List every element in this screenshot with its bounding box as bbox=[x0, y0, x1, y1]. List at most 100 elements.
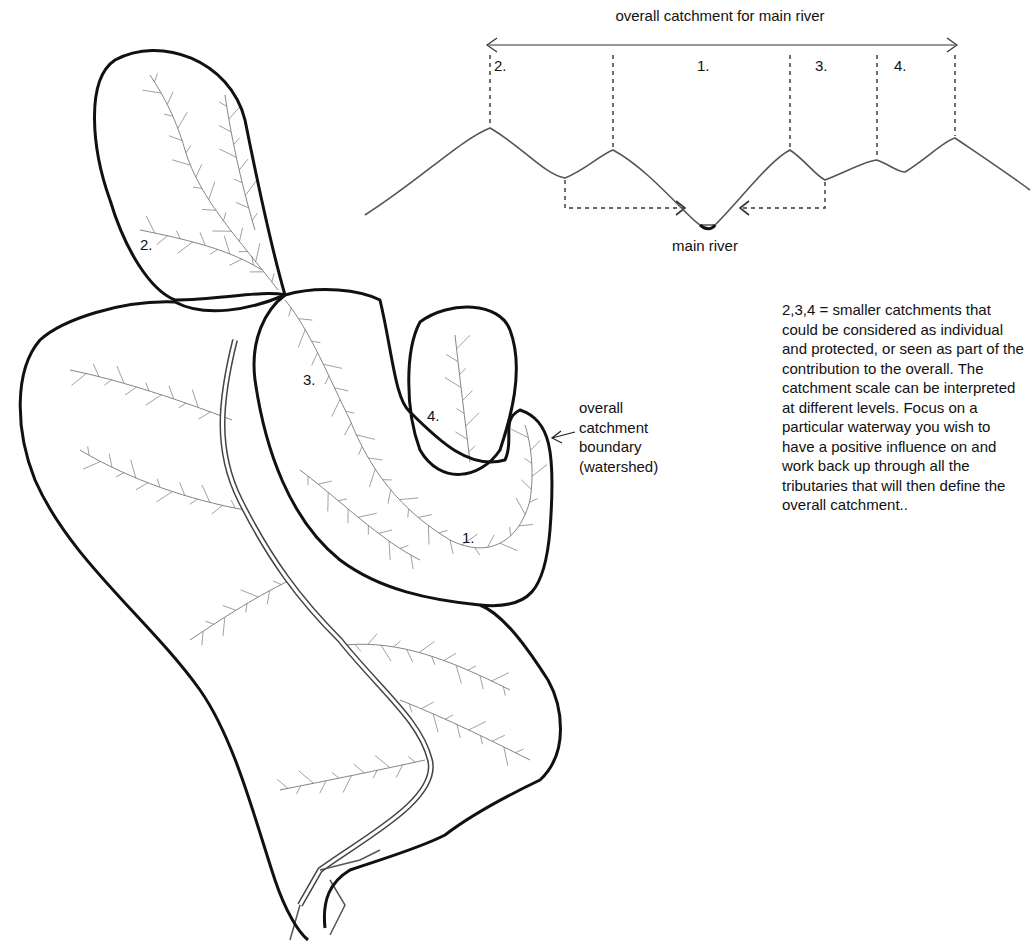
tributary-stroke bbox=[457, 725, 460, 739]
tributary-stroke bbox=[298, 330, 305, 348]
tributary-stroke bbox=[219, 125, 231, 132]
tributary-stroke bbox=[457, 335, 470, 348]
tributary-stroke bbox=[210, 249, 218, 254]
tributary-stroke bbox=[236, 202, 249, 208]
catchment-4 bbox=[409, 307, 517, 474]
tributary-stroke bbox=[400, 545, 409, 548]
tributary-stroke bbox=[500, 543, 517, 551]
tributary-stroke bbox=[212, 230, 231, 231]
tributary-stroke bbox=[488, 535, 494, 547]
tributary-stroke bbox=[515, 749, 523, 753]
tributary-stroke bbox=[446, 354, 458, 361]
tributary-stroke bbox=[125, 387, 136, 395]
tributary-stroke bbox=[369, 469, 375, 487]
tributary-stroke bbox=[169, 386, 174, 399]
tributary-stroke bbox=[411, 555, 413, 569]
catchment-2 bbox=[94, 50, 285, 300]
tributary-stroke bbox=[468, 666, 476, 670]
tributary-stroke bbox=[223, 605, 236, 610]
tributary-stroke bbox=[480, 676, 483, 690]
tributary-stroke bbox=[190, 499, 197, 504]
callout-number: 3. bbox=[815, 56, 845, 76]
tributary-stroke bbox=[224, 212, 226, 221]
tributary-stroke bbox=[327, 492, 328, 511]
tributary-stroke bbox=[252, 213, 257, 220]
tributary-stroke bbox=[234, 138, 240, 145]
tributary-stroke bbox=[239, 159, 248, 170]
tributary-stroke bbox=[469, 446, 475, 452]
tributary-stroke bbox=[509, 527, 511, 536]
tributary-stroke bbox=[192, 389, 198, 407]
tributary-stroke bbox=[202, 631, 203, 645]
tributary-stroke bbox=[475, 548, 480, 555]
tributary-stroke bbox=[439, 530, 448, 533]
tributary-stroke bbox=[358, 447, 362, 455]
boundary-leader bbox=[552, 431, 575, 443]
tributary-stroke bbox=[164, 114, 173, 116]
tributary-stroke bbox=[239, 228, 242, 242]
tributary-stroke bbox=[323, 364, 342, 368]
cross-section bbox=[365, 38, 1030, 229]
tributary-stroke bbox=[223, 617, 225, 636]
tributary-stroke bbox=[186, 146, 191, 153]
tributary-stroke bbox=[250, 271, 264, 272]
terrain-profile bbox=[365, 128, 1030, 225]
tributary-stroke bbox=[408, 756, 415, 762]
tributary-stroke bbox=[131, 460, 136, 478]
tributary-stroke bbox=[503, 687, 505, 696]
tributary-stroke bbox=[394, 641, 401, 647]
tributary-stroke bbox=[273, 581, 281, 585]
tributary-stroke bbox=[224, 236, 230, 254]
tributary-stroke bbox=[455, 432, 467, 439]
tributary-stroke bbox=[202, 485, 210, 502]
tributary-stroke bbox=[200, 232, 205, 245]
tributary-stroke bbox=[445, 715, 453, 719]
tributary-stroke bbox=[231, 500, 235, 508]
tributary-stroke bbox=[519, 525, 533, 526]
tributary-stroke bbox=[312, 341, 321, 343]
tributary-stroke bbox=[156, 492, 172, 502]
tributary-stroke bbox=[450, 540, 453, 554]
tributary-stroke bbox=[409, 704, 411, 713]
tributary-stroke bbox=[167, 92, 173, 105]
tributary-stroke bbox=[346, 411, 355, 413]
tributary-stroke bbox=[421, 702, 433, 709]
tributary-stroke bbox=[142, 90, 161, 93]
tributary-stroke bbox=[88, 446, 89, 455]
tributary-stroke bbox=[383, 479, 392, 480]
tributary-channel bbox=[190, 580, 290, 640]
tributary-stroke bbox=[146, 216, 155, 233]
tributary-stroke bbox=[511, 429, 528, 437]
tributary-stroke bbox=[516, 498, 525, 515]
tributary-stroke bbox=[72, 374, 87, 386]
tributary-stroke bbox=[418, 515, 432, 518]
tributary-stroke bbox=[318, 481, 332, 484]
tributary-stroke bbox=[433, 714, 438, 732]
tributary-stroke bbox=[93, 364, 99, 377]
catchment-1 bbox=[20, 295, 560, 940]
tributary-stroke bbox=[375, 755, 390, 767]
catchment-3 bbox=[254, 290, 552, 606]
tributary-stroke bbox=[234, 179, 242, 183]
tributary-stroke bbox=[492, 735, 505, 741]
tributary-stroke bbox=[480, 736, 482, 745]
tributary-stroke bbox=[456, 665, 461, 683]
callout-number: 4. bbox=[894, 56, 924, 76]
tributary-stroke bbox=[469, 722, 486, 730]
tributary-stroke bbox=[212, 505, 223, 514]
tributary-stroke bbox=[219, 102, 227, 106]
tributary-stroke bbox=[332, 772, 339, 778]
tributary-stroke bbox=[289, 308, 291, 317]
tributary-stroke bbox=[368, 525, 369, 534]
river-bed bbox=[700, 225, 715, 229]
tributary-stroke bbox=[199, 412, 211, 419]
tributary-stroke bbox=[178, 112, 188, 128]
tributary-stroke bbox=[116, 473, 124, 477]
tributary-stroke bbox=[178, 242, 193, 253]
span-title: overall catchment for main river bbox=[560, 6, 880, 26]
tributary-stroke bbox=[157, 236, 168, 245]
tributary-stroke bbox=[529, 499, 537, 503]
tributary-channel bbox=[300, 470, 420, 560]
river-label: main river bbox=[640, 236, 770, 256]
tributary-stroke bbox=[172, 160, 190, 165]
